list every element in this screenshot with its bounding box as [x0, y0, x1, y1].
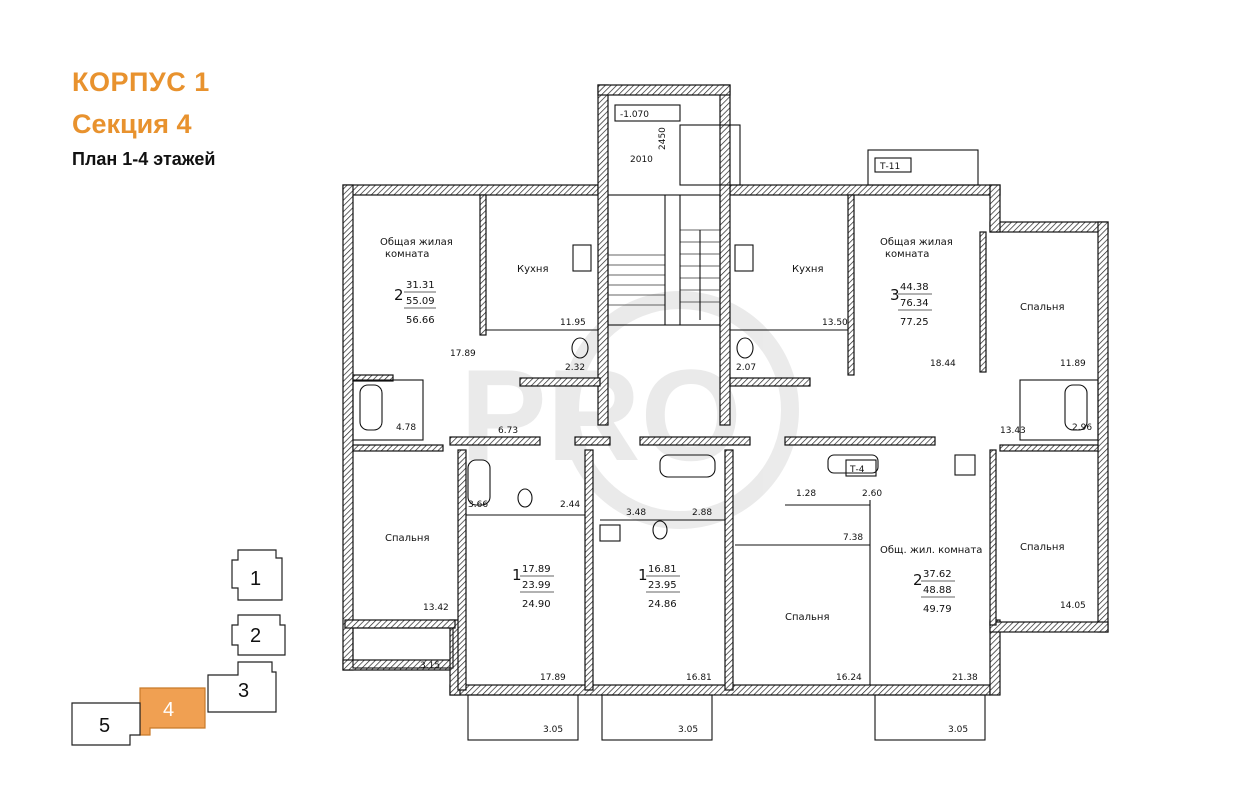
kitchen-area: 13.50 [822, 318, 848, 328]
room-area: 16.81 [686, 673, 712, 683]
apt-total-area: 55.09 [406, 296, 435, 307]
bath-area: 2.07 [736, 363, 756, 373]
hall-area: 2.44 [560, 500, 580, 510]
wc-area: 2.96 [1072, 423, 1092, 433]
kitchen-label: Кухня [517, 264, 549, 275]
room-area-living: 17.89 [450, 349, 476, 359]
apt-living-area: 44.38 [900, 282, 929, 293]
room-area: 17.89 [540, 673, 566, 683]
dim-2010: 2010 [630, 155, 653, 165]
tag-t4: Т-4 [849, 465, 865, 475]
kitchen-label: Кухня [792, 264, 824, 275]
bath-area: 2.32 [565, 363, 585, 373]
minimap-section-1[interactable] [231, 549, 283, 601]
bedroom-area: 11.89 [1060, 359, 1086, 369]
exterior-walls [342, 84, 1109, 696]
building-title: КОРПУС 1 [72, 67, 210, 97]
apt-total-balcony: 24.86 [648, 599, 677, 610]
apartment-mid-left: 1 17.89 23.99 24.90 17.89 3.66 2.44 3.05 [468, 500, 580, 735]
loggia-area: 3.15 [420, 661, 440, 671]
apt-living-area: 31.31 [406, 280, 435, 291]
apt-total-area: 48.88 [923, 585, 952, 596]
apt-total-balcony: 49.79 [923, 604, 952, 615]
bedroom-label: Спальня [1020, 302, 1065, 313]
balconies: Т-11 [352, 149, 986, 741]
hall-area: 7.38 [843, 533, 863, 543]
bedroom2-area: 14.05 [1060, 601, 1086, 611]
bedroom-area: 13.42 [423, 603, 449, 613]
room-label-living: Общ. жил. комната [880, 545, 982, 556]
apt-living-area: 17.89 [522, 564, 551, 575]
balcony-area: 3.05 [678, 725, 698, 735]
bedroom2-label: Спальня [1020, 542, 1065, 553]
hall-area: 6.73 [498, 426, 518, 436]
balcony-area: 3.05 [543, 725, 563, 735]
minimap-section-3[interactable] [207, 661, 277, 713]
staircase: -1.070 2450 2010 [607, 104, 741, 326]
minimap-label-3: 3 [238, 680, 249, 702]
bedroom-label: Спальня [385, 533, 430, 544]
apt-living-area: 16.81 [648, 564, 677, 575]
bedroom-area: 16.24 [836, 673, 862, 683]
minimap-section-5[interactable] [71, 702, 141, 746]
apt-rooms-count: 3 [890, 286, 900, 304]
page-heading: КОРПУС 1 Секция 4 План 1-4 этажей [72, 66, 215, 170]
balcony-area: 3.05 [948, 725, 968, 735]
balcony-tag-top: Т-11 [879, 162, 900, 172]
apt-living-area: 37.62 [923, 569, 952, 580]
floors-subtitle: План 1-4 этажей [72, 149, 216, 169]
apt-rooms-count: 2 [913, 571, 923, 589]
interior-walls [344, 194, 1099, 691]
minimap-label-5: 5 [99, 715, 110, 737]
apt-total-balcony: 24.90 [522, 599, 551, 610]
apt-total-balcony: 77.25 [900, 317, 929, 328]
apt-rooms-count: 1 [638, 566, 648, 584]
hall-area: 13.43 [1000, 426, 1026, 436]
minimap-label-4: 4 [163, 699, 174, 721]
section-title: Секция 4 [72, 109, 192, 139]
wc-area: 4.78 [396, 423, 416, 433]
apt-total-area: 23.95 [648, 580, 677, 591]
fixtures [359, 244, 1088, 542]
apt-rooms-count: 1 [512, 566, 522, 584]
apt-total-area: 76.34 [900, 298, 929, 309]
dim-2450: 2450 [658, 127, 668, 150]
stair-level-label: -1.070 [620, 110, 649, 120]
minimap-label-2: 2 [250, 625, 261, 647]
section-minimap: 1 2 3 4 5 [71, 549, 286, 746]
bath-area: 3.66 [468, 500, 488, 510]
wc-area: 1.28 [796, 489, 816, 499]
apartment-bottom-right: Общ. жил. комната 2 37.62 48.88 49.79 21… [785, 459, 1086, 735]
bath-area: 2.88 [692, 508, 712, 518]
room-area: 21.38 [952, 673, 978, 683]
room-area-living: 18.44 [930, 359, 956, 369]
minimap-section-2[interactable] [231, 614, 286, 656]
apt-total-balcony: 56.66 [406, 315, 435, 326]
minimap-label-1: 1 [250, 568, 261, 590]
apt-rooms-count: 2 [394, 286, 404, 304]
kitchen-area: 11.95 [560, 318, 586, 328]
bath-area: 2.60 [862, 489, 882, 499]
hall-area: 3.48 [626, 508, 646, 518]
watermark: PRO [460, 291, 799, 529]
bedroom-label: Спальня [785, 612, 830, 623]
apartment-mid-center: 1 16.81 23.95 24.86 16.81 2.88 3.48 3.05 [626, 508, 712, 735]
apt-total-area: 23.99 [522, 580, 551, 591]
